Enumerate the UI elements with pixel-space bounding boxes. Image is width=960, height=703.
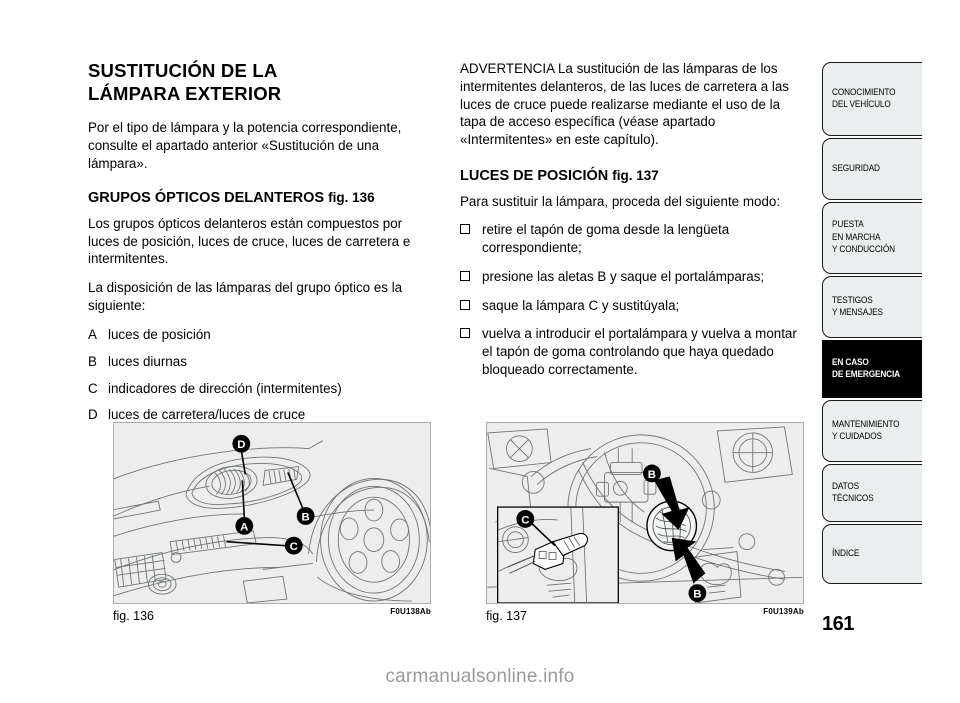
sidebar-tab-seguridad[interactable]: SEGURIDAD (822, 138, 922, 200)
figure-137-code: F0U139Ab (763, 607, 804, 616)
callout-a: A (235, 516, 254, 535)
callout-b-top: B (643, 464, 661, 483)
sidebar-tab-testigos-y-mensajes[interactable]: TESTIGOS Y MENSAJES (822, 276, 922, 338)
sidebar-tab-en-caso-de-emergencia[interactable]: EN CASO DE EMERGENCIA (822, 340, 922, 398)
paragraph-composition: Los grupos ópticos delanteros están comp… (88, 215, 411, 267)
sidebar-tab-label: CONOCIMIENTO DEL VEHÍCULO (832, 86, 896, 110)
right-text-column: ADVERTENCIA La sustitución de las lámpar… (460, 60, 800, 390)
figure-136-image: D A B C (113, 422, 431, 604)
legend-letter: B (88, 353, 97, 369)
subheading-text: LUCES DE POSICIÓN (460, 168, 609, 185)
figure-136-caption: fig. 136 (113, 609, 155, 623)
figure-136-code: F0U138Ab (390, 607, 431, 616)
sidebar-tab-label: MANTENIMIENTO Y CUIDADOS (832, 418, 900, 442)
callout-b: B (296, 507, 315, 525)
callout-c-inset: C (516, 510, 535, 528)
arrow-b-bottom (671, 537, 706, 584)
procedure-step-text: vuelva a introducir el portalámpara y vu… (482, 326, 797, 378)
figure-137-caption-row: fig. 137 F0U139Ab (486, 607, 804, 627)
svg-text:B: B (693, 589, 701, 601)
figure-137-inset: C (496, 506, 619, 603)
lamp-legend-list: A luces de posición B luces diurnas C in… (88, 326, 428, 424)
paragraph-layout: La disposición de las lámparas del grupo… (88, 280, 403, 314)
subheading-figure-ref: fig. 136 (328, 189, 375, 205)
svg-text:C: C (521, 514, 529, 526)
legend-letter: A (88, 326, 97, 342)
svg-text:C: C (290, 541, 298, 553)
legend-label: luces diurnas (108, 353, 187, 369)
sidebar-tab-puesta-en-marcha-y-conduccion[interactable]: PUESTA EN MARCHA Y CONDUCCIÓN (822, 202, 922, 274)
sidebar-tab-indice[interactable]: ÍNDICE (822, 524, 922, 584)
sidebar-tab-label: EN CASO DE EMERGENCIA (832, 356, 901, 380)
sidebar-tab-label: DATOS TÉCNICOS (832, 480, 874, 504)
procedure-step-text: presione las aletas B y saque el portalá… (482, 268, 765, 284)
callout-d: D (232, 434, 251, 453)
left-text-column: SUSTITUCIÓN DE LA LÁMPARA EXTERIOR Por e… (88, 60, 428, 433)
legend-item: A luces de posición (88, 326, 428, 344)
callout-b-bottom: B (688, 584, 707, 603)
legend-item: B luces diurnas (88, 353, 428, 371)
procedure-step-text: retire el tapón de goma desde la lengüet… (482, 222, 730, 255)
subheading-grupos-opticos: GRUPOS ÓPTICOS DELANTEROS fig. 136 (88, 189, 428, 207)
warning-paragraph: ADVERTENCIA La sustitución de las lámpar… (460, 61, 789, 148)
procedure-intro: Para sustituir la lámpara, proceda del s… (460, 194, 781, 210)
page-title: SUSTITUCIÓN DE LA LÁMPARA EXTERIOR (88, 60, 282, 104)
procedure-step-text: saque la lámpara C y sustitúyala; (482, 297, 680, 313)
legend-item: C indicadores de dirección (intermitente… (88, 380, 428, 398)
intro-paragraph: Por el tipo de lámpara y la potencia cor… (88, 120, 402, 171)
legend-item: D luces de carretera/luces de cruce (88, 406, 428, 424)
sidebar-tab-label: SEGURIDAD (832, 162, 880, 174)
legend-letter: C (88, 380, 98, 396)
legend-label: luces de posición (108, 326, 211, 342)
sidebar-tab-datos-tecnicos[interactable]: DATOS TÉCNICOS (822, 464, 922, 522)
figure-136-caption-row: fig. 136 F0U138Ab (113, 607, 431, 627)
square-bullet-icon (460, 268, 482, 286)
procedure-list: retire el tapón de goma desde la lengüet… (460, 221, 800, 379)
figure-136: D A B C fig. 136 F0U138Ab (113, 422, 431, 627)
legend-letter: D (88, 407, 98, 423)
procedure-step: vuelva a introducir el portalámpara y vu… (460, 325, 800, 378)
sidebar-tab-conocimiento-del-vehiculo[interactable]: CONOCIMIENTO DEL VEHÍCULO (822, 62, 922, 136)
page-number: 161 (822, 613, 854, 635)
svg-text:B: B (648, 469, 656, 481)
square-bullet-icon (460, 297, 482, 315)
sidebar-tab-label: ÍNDICE (832, 547, 860, 559)
sidebar-tab-label: PUESTA EN MARCHA Y CONDUCCIÓN (832, 219, 895, 256)
subheading-text: GRUPOS ÓPTICOS DELANTEROS (88, 189, 325, 206)
sidebar-tab-label: TESTIGOS Y MENSAJES (832, 294, 883, 318)
svg-text:B: B (302, 511, 310, 523)
svg-text:A: A (240, 521, 248, 533)
svg-text:D: D (237, 439, 245, 451)
callout-c: C (284, 536, 303, 555)
square-bullet-icon (460, 325, 482, 378)
figure-137-caption: fig. 137 (486, 609, 528, 623)
site-watermark: carmanualsonline.info (385, 666, 575, 687)
square-bullet-icon (460, 221, 482, 257)
procedure-step: retire el tapón de goma desde la lengüet… (460, 221, 800, 257)
sidebar-tab-mantenimiento-y-cuidados[interactable]: MANTENIMIENTO Y CUIDADOS (822, 400, 922, 462)
chapter-tab-sidebar: CONOCIMIENTO DEL VEHÍCULO SEGURIDAD PUES… (822, 62, 944, 586)
legend-label: indicadores de dirección (intermitentes) (108, 380, 342, 396)
procedure-step: presione las aletas B y saque el portalá… (460, 268, 800, 286)
figure-137-image: B B (486, 422, 804, 604)
legend-label: luces de carretera/luces de cruce (108, 407, 306, 423)
subheading-figure-ref: fig. 137 (612, 168, 659, 184)
figure-137: B B (486, 422, 804, 627)
procedure-step: saque la lámpara C y sustitúyala; (460, 297, 800, 315)
subheading-luces-posicion: LUCES DE POSICIÓN fig. 137 (460, 167, 800, 185)
arrow-b-top (653, 476, 690, 530)
